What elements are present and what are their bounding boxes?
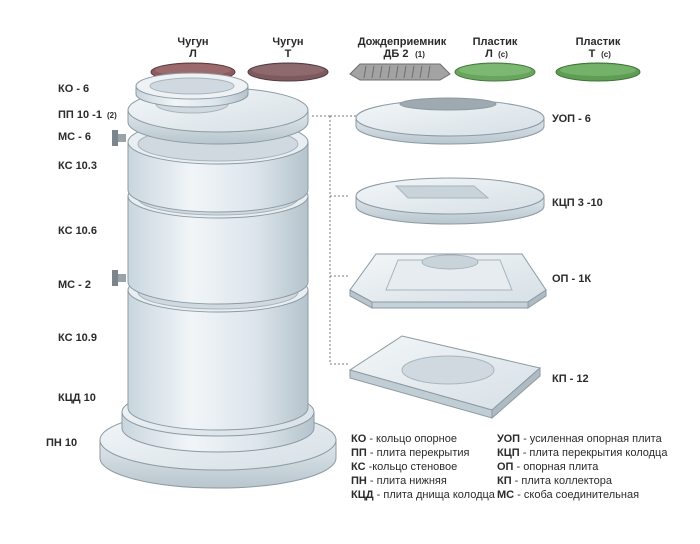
- label-kp12: КП - 12: [552, 373, 589, 385]
- legend-item: КЦП - плита перекрытия колодца: [497, 447, 668, 459]
- legend-item: МС - скоба соединительная: [497, 489, 640, 501]
- collector-plate-kp12: [348, 335, 542, 420]
- reinforced-support-plate-uop6: [355, 97, 545, 145]
- label-ko6: КО - 6: [58, 83, 89, 95]
- cover-label-line1: Дождеприемник: [358, 36, 447, 48]
- bracket-ms2: [112, 270, 126, 286]
- label-ms6: МС - 6: [58, 131, 91, 143]
- cover-label-line1: Пластик: [576, 36, 621, 48]
- cover-plastic-heavy: [555, 62, 641, 82]
- label-ks10-3: КС 10.3: [58, 160, 97, 172]
- label-ks10-6: КС 10.6: [58, 225, 97, 237]
- label-uop6: УОП - 6: [552, 113, 591, 125]
- support-plate-op1k: [349, 253, 547, 309]
- cover-label-line2: Т: [589, 48, 596, 60]
- cover-plastic-light: [454, 62, 536, 82]
- cover-label-sub: (1): [415, 50, 425, 59]
- cover-cast-iron-heavy: [247, 62, 329, 82]
- cover-label-sub: (с): [498, 50, 508, 59]
- support-ring-ko6: [135, 72, 249, 108]
- label-pp10-1: ПП 10 -1: [58, 109, 102, 121]
- label-ms2: МС - 2: [58, 279, 91, 291]
- legend-item: КС -кольцо стеновое: [351, 461, 458, 473]
- legend-item: КЦД - плита днища колодца: [351, 489, 495, 501]
- well-cover-slab-kcp3-10: [355, 177, 545, 225]
- label-pn10: ПН 10: [46, 437, 77, 449]
- cover-label-line2: Л: [189, 48, 197, 60]
- label-kcd10: КЦД 10: [58, 392, 96, 404]
- cover-label-line1: Чугун: [177, 36, 208, 48]
- legend-item: КП - плита коллектора: [497, 475, 612, 487]
- bracket-ms6: [112, 130, 126, 146]
- legend-item: ПН - плита нижняя: [351, 475, 447, 487]
- legend-item: ПП - плита перекрытия: [351, 447, 470, 459]
- cover-label-line1: Пластик: [473, 36, 518, 48]
- label-pp10-1-sub: (2): [107, 111, 117, 120]
- cover-label-line1: Чугун: [272, 36, 303, 48]
- cover-label-sub: (с): [601, 50, 611, 59]
- legend-item: УОП - усиленная опорная плита: [497, 433, 662, 445]
- label-ks10-9: КС 10.9: [58, 332, 97, 344]
- dotted-connector-lines: [312, 115, 360, 365]
- cover-storm-grate: [349, 63, 451, 81]
- cover-label-line2: ДБ 2: [384, 48, 409, 60]
- cover-label-line2: Т: [285, 48, 292, 60]
- legend-item: ОП - опорная плита: [497, 461, 599, 473]
- label-kcp3-10: КЦП 3 -10: [552, 197, 603, 209]
- cover-label-line2: Л: [485, 48, 493, 60]
- label-op1k: ОП - 1К: [552, 273, 591, 285]
- legend-item: КО - кольцо опорное: [351, 433, 457, 445]
